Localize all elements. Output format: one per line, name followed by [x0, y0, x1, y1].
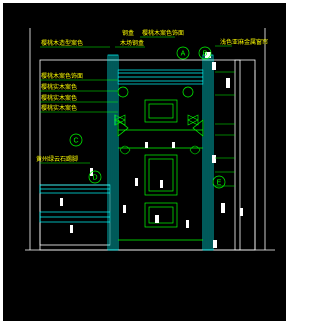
svg-text:B: B: [203, 51, 208, 58]
label-left-stone: 黄州绿云石踢脚: [36, 155, 78, 163]
dimension-blocks: [60, 52, 243, 248]
drawing-sheet: 樱桃木造型案色 钢盒 樱桃木案色饰面 木场钢盒 浅色亚麻金属窗帘 樱桃木案色饰面…: [3, 3, 286, 321]
leader-lines: [40, 36, 235, 187]
label-left-3: 樱桃实木案色: [41, 94, 77, 102]
bubble-a: A: [176, 46, 190, 60]
title-cn: 局部立面详图 1:30: [124, 285, 193, 295]
title-en: ELEVATION: [141, 277, 174, 283]
svg-text:E: E: [217, 180, 222, 187]
bubble-b: B: [198, 46, 212, 60]
svg-text:A: A: [181, 51, 186, 58]
green-panels: [117, 86, 204, 241]
label-top-right: 浅色亚麻金属窗帘: [220, 38, 268, 46]
label-left-1: 樱桃木案色饰面: [41, 72, 83, 80]
outline-lines: [25, 28, 275, 251]
label-top-center: 樱桃木案色饰面: [142, 29, 184, 37]
drawing-field: [3, 3, 286, 321]
label-left-4: 樱桃实木案色: [41, 104, 77, 112]
cyan-members: [39, 54, 214, 251]
label-left-2: 樱桃实木案色: [41, 83, 77, 91]
bubble-d: D: [88, 170, 102, 184]
label-top-mid: 钢盒: [122, 29, 134, 37]
bubble-e: E: [212, 175, 226, 189]
label-wood-inlay: 木场钢盒: [120, 39, 144, 47]
svg-text:D: D: [92, 175, 97, 182]
ornaments: [114, 114, 201, 155]
label-top-left: 樱桃木造型案色: [41, 39, 83, 47]
bubble-c: C: [69, 133, 83, 147]
svg-text:C: C: [73, 138, 78, 145]
